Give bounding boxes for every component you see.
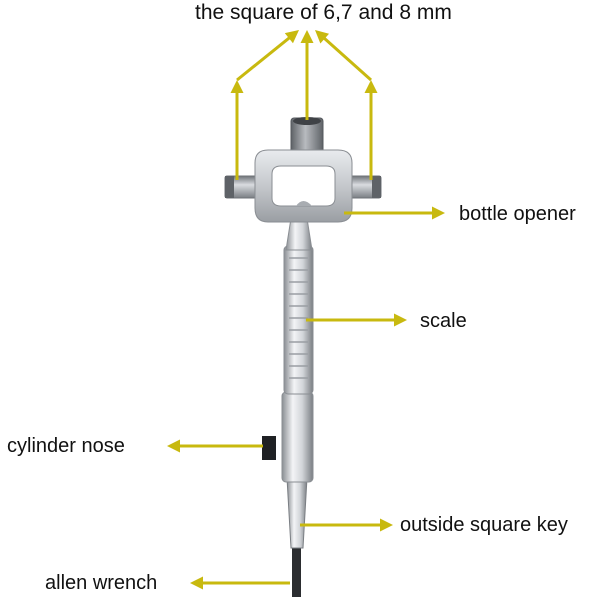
scale-marks — [289, 257, 308, 379]
bottle-opener-frame — [254, 149, 353, 223]
lower-sleeve — [281, 391, 314, 483]
arrows — [167, 30, 445, 590]
bottle-opener-label: bottle opener — [459, 203, 576, 225]
arrow-right-peg-up — [364, 80, 378, 180]
title-label: the square of 6,7 and 8 mm — [195, 1, 452, 24]
outside-square-key-label: outside square key — [400, 514, 568, 536]
arrow-bottle-opener — [344, 206, 445, 220]
opener-lip — [296, 201, 312, 206]
allen-wrench-rod — [292, 545, 301, 597]
arrow-left-peg-up — [230, 80, 244, 180]
arrow-allen-wrench — [190, 576, 290, 590]
left-peg-end — [225, 176, 234, 198]
scale-label: scale — [420, 310, 467, 332]
cylinder-nose-block — [262, 436, 276, 460]
arrow-right-diagonal — [315, 30, 372, 82]
arrow-left-diagonal — [236, 30, 299, 82]
outside-square-key-taper — [286, 477, 308, 549]
arrow-cylinder-nose — [167, 439, 263, 453]
arrow-outside-key — [300, 518, 393, 532]
cylinder-nose-label: cylinder nose — [7, 435, 125, 457]
arrow-top-peg-up — [300, 30, 314, 120]
top-peg-end — [293, 117, 321, 125]
right-peg-end — [372, 176, 381, 198]
arrow-scale — [306, 313, 407, 327]
allen-wrench-label: allen wrench — [45, 572, 158, 594]
